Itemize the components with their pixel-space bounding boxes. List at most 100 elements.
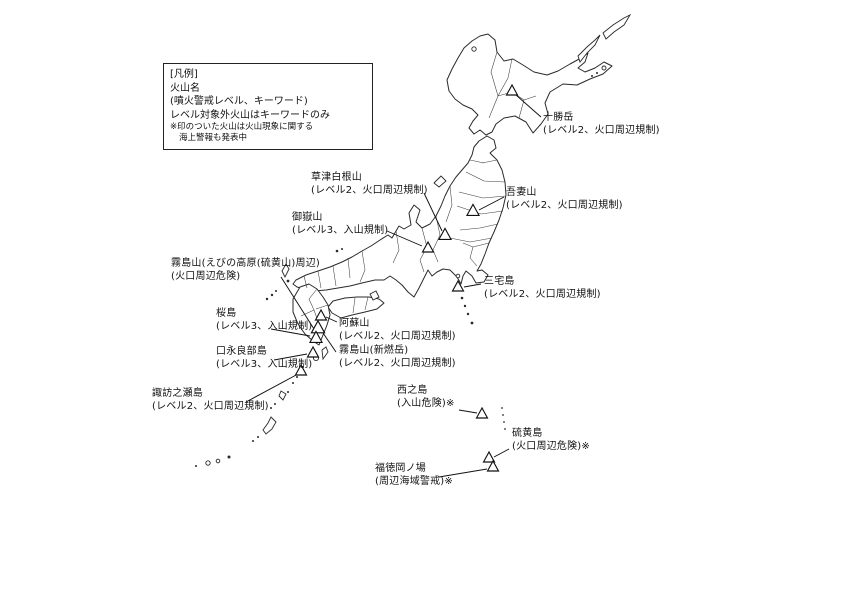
ogasawara-islet — [501, 407, 503, 409]
volcano-triangle-icon — [308, 330, 324, 343]
ogasawara-islet — [504, 428, 506, 430]
volcano-triangle-icon — [437, 227, 453, 240]
volcano-label: 草津白根山(レベル2、火口周辺規制) — [311, 171, 428, 197]
volcano-name: 霧島山(新燃岳) — [339, 345, 409, 356]
volcano-triangle-icon — [486, 459, 500, 472]
volcano-name: 西之島 — [397, 385, 428, 396]
legend-line-keyword-only: レベル対象外火山はキーワードのみ — [170, 109, 330, 121]
volcano-triangle-icon — [482, 450, 496, 463]
volcano-name: 霧島山(えびの高原(硫黄山)周辺) — [171, 258, 321, 269]
izu-islet — [463, 304, 467, 308]
volcano-name: 三宅島 — [484, 276, 515, 287]
prefecture-borders — [300, 51, 537, 328]
volcano-keyword: (周辺海域警戒)※ — [375, 476, 453, 487]
volcano-label: 硫黄島 (火口周辺危険)※ — [512, 427, 590, 453]
izu-islet — [466, 312, 470, 316]
legend-note-marine-warning: ※印のついた火山は火山現象に関する — [170, 122, 314, 132]
volcano-name: 口永良部島 — [216, 346, 267, 357]
volcano-triangle-icon — [505, 83, 519, 96]
leader-line — [325, 316, 338, 323]
volcano-name: 阿蘇山 — [339, 318, 370, 329]
volcano-name: 桜島 — [216, 308, 237, 319]
leader-line — [280, 276, 315, 330]
habomai-islet — [591, 75, 593, 77]
volcano-triangle-icon — [314, 308, 328, 321]
volcano-name: 十勝岳 — [543, 112, 574, 123]
kerama-islet — [257, 436, 259, 438]
volcano-triangle-icon — [465, 203, 481, 216]
legend-box: [凡例] 火山名 (噴火警戒レベル、キーワード) レベル対象外火山はキーワードの… — [163, 63, 373, 150]
leader-line — [273, 353, 308, 361]
amami-island — [278, 390, 287, 401]
kerama-islet — [252, 440, 254, 442]
leader-line — [423, 192, 443, 232]
volcano-name: 草津白根山 — [311, 172, 362, 183]
volcano-keyword: (レベル3、入山規制) — [216, 359, 313, 370]
izu-oshima-island — [455, 273, 461, 279]
tokara-islet — [296, 376, 298, 378]
habomai-islet — [596, 72, 598, 74]
leader-line — [463, 283, 482, 288]
tanegashima-island — [321, 346, 329, 361]
volcano-label: 三宅島(レベル2、火口周辺規制) — [484, 275, 601, 301]
leader-line — [515, 94, 542, 118]
volcano-keyword: (レベル2、火口周辺規制) — [339, 331, 456, 342]
leader-line — [386, 230, 423, 247]
izu-islet — [460, 296, 464, 300]
volcano-label: 桜島 (レベル3、入山規制) — [216, 307, 312, 333]
goto-island — [265, 297, 269, 301]
leader-line — [493, 448, 510, 458]
oki-island — [335, 249, 339, 253]
volcano-keyword: (入山危険)※ — [397, 398, 455, 409]
ogasawara-islet — [502, 414, 504, 416]
volcano-keyword: (レベル3、入山規制) — [216, 321, 313, 332]
miyako-island — [227, 455, 231, 459]
hokkaido-coastline — [446, 33, 613, 136]
volcano-name: 吾妻山 — [506, 187, 537, 198]
tokara-islet — [287, 391, 289, 393]
leader-line — [322, 332, 337, 353]
volcano-name: 福徳岡ノ場 — [375, 463, 426, 474]
amami-islet — [274, 403, 276, 405]
volcano-triangle-icon — [306, 345, 320, 358]
goto-island — [270, 293, 274, 297]
legend-line-volcano-name: 火山名 — [170, 82, 200, 94]
iki-island — [286, 279, 290, 283]
sado-island — [433, 175, 447, 188]
legend-title: [凡例] — [170, 69, 198, 80]
volcano-name: 御嶽山 — [292, 212, 323, 223]
ogasawara-islet — [503, 421, 505, 423]
volcano-label: 阿蘇山 (レベル2、火口周辺規制) — [339, 317, 456, 343]
volcano-keyword: (レベル3、入山規制) — [292, 225, 389, 236]
volcano-label: 口永良部島 (レベル3、入山規制) — [216, 345, 312, 371]
volcano-label: 福徳岡ノ場 (周辺海域警戒)※ — [375, 462, 453, 488]
volcano-keyword: (レベル2、火口周辺規制) — [152, 401, 269, 412]
leader-line — [458, 409, 478, 414]
volcano-keyword: (火口周辺危険)※ — [512, 441, 590, 452]
okinawa-island — [262, 416, 277, 435]
oki-island — [341, 248, 343, 250]
volcano-name: 硫黄島 — [512, 428, 543, 439]
volcano-label: 十勝岳(レベル2、火口周辺規制) — [543, 111, 660, 137]
volcano-label: 吾妻山(レベル2、火口周辺規制) — [506, 186, 623, 212]
volcano-keyword: (火口周辺危険) — [171, 271, 241, 282]
leader-line — [478, 196, 505, 211]
yonaguni-island — [195, 465, 197, 467]
volcano-name: 諏訪之瀬島 — [152, 388, 203, 399]
goto-island — [275, 290, 277, 292]
honshu-coastline — [292, 135, 507, 298]
volcano-triangle-icon — [294, 363, 308, 376]
volcano-triangle-icon — [475, 406, 489, 419]
leader-line — [438, 468, 488, 478]
legend-note-marine-warning-2: 海上警報も発表中 — [179, 133, 248, 143]
amami-islet — [270, 407, 272, 409]
volcano-label: 霧島山(新燃岳)(レベル2、火口周辺規制) — [339, 344, 456, 370]
tsushima-island — [281, 263, 290, 279]
volcano-triangle-icon — [310, 319, 326, 334]
shikotan-island — [601, 65, 607, 71]
volcano-label: 御嶽山 (レベル3、入山規制) — [292, 211, 388, 237]
volcano-triangle-icon — [451, 279, 465, 292]
